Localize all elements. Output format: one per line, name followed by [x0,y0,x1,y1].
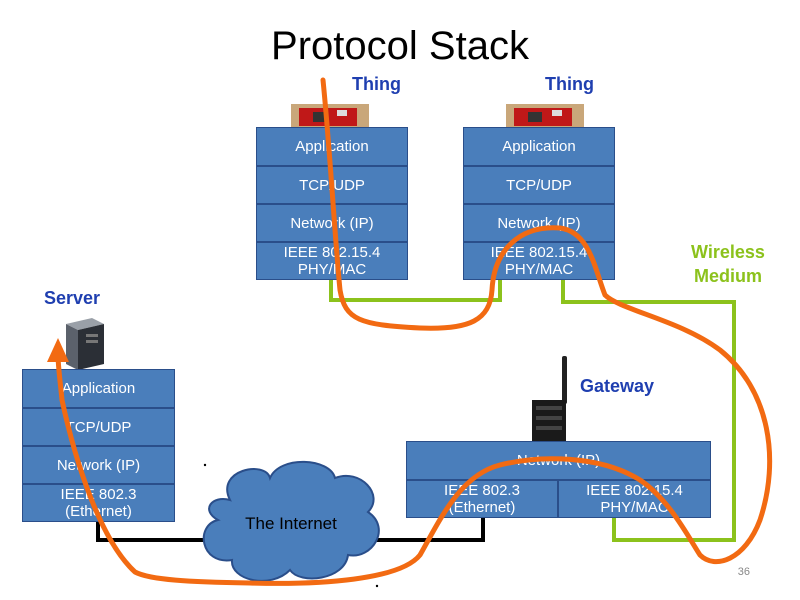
thing2-protocol-stack: Application TCP/UDP Network (IP) IEEE 80… [463,127,615,280]
data-path-stroke [55,77,773,586]
gateway-router-icon [532,356,567,442]
thing2-application-layer: Application [463,127,615,166]
thing2-label: Thing [545,74,594,94]
thing2-transport-layer: TCP/UDP [463,166,615,204]
wireless-link-gateway [561,278,736,542]
internet-cloud-shape [202,460,380,582]
thing1-label: Thing [352,74,401,94]
server-transport-layer: TCP/UDP [22,408,175,446]
page-number: 36 [737,566,750,578]
gateway-label: Gateway [580,376,655,396]
ethernet-wire-server [96,522,230,542]
slide-title: Protocol Stack [271,24,529,68]
server-protocol-stack: Application TCP/UDP Network (IP) IEEE 80… [22,369,175,522]
data-path-arrowhead [47,338,69,362]
ethernet-wire-gateway [360,518,485,542]
server-application-layer: Application [22,369,175,408]
server-network-layer: Network (IP) [22,446,175,484]
internet-label: The Internet [245,514,337,533]
thing2-board-icon [506,104,584,130]
thing2-network-layer: Network (IP) [463,204,615,242]
wireless-medium-label: Wireless Medium [691,242,765,286]
server-label: Server [44,288,101,308]
server-tower-icon [66,318,104,370]
wireless-link-things [329,278,502,302]
